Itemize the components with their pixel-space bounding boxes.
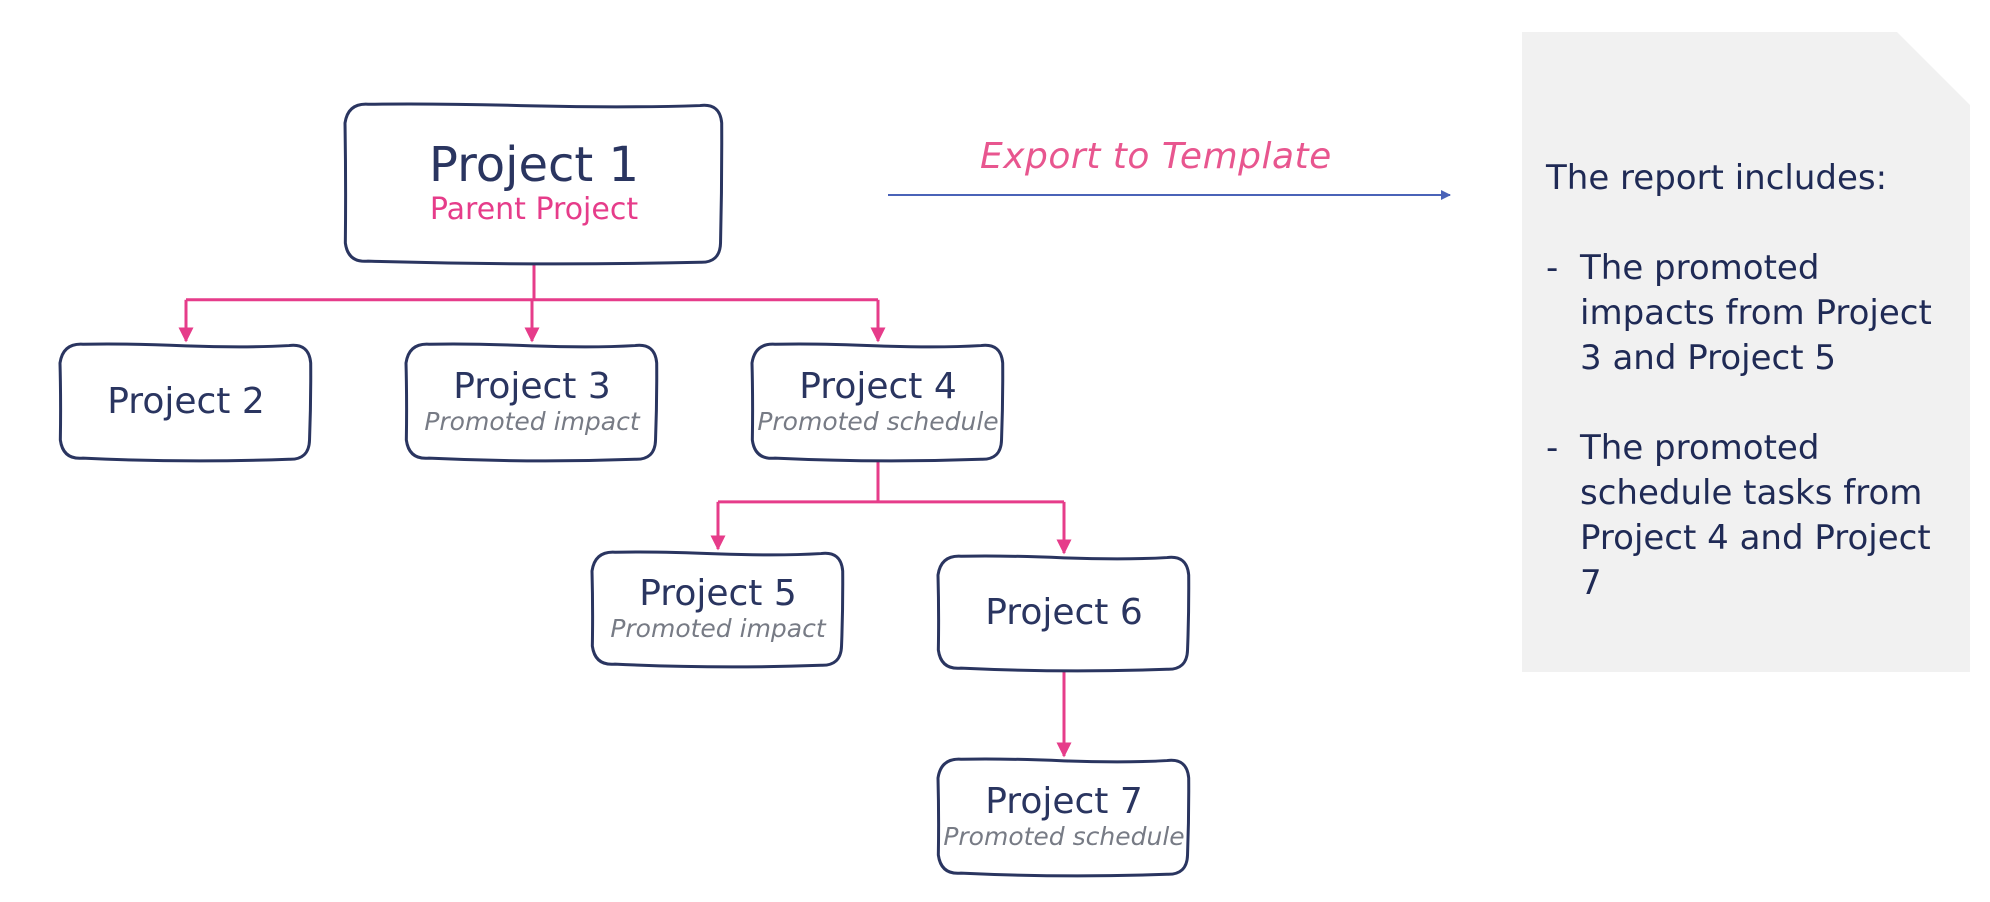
node-label: Project 6	[985, 591, 1143, 633]
node-subtitle: Promoted schedule	[757, 406, 999, 436]
node-label: Project 7	[985, 781, 1143, 823]
node-p6: Project 6	[941, 555, 1187, 670]
node-box-p4	[750, 342, 1005, 463]
note-bullet: - The promoted schedule tasks from Proje…	[1546, 426, 1962, 606]
node-box-p1	[343, 102, 724, 266]
node-box-p6	[936, 554, 1191, 673]
bullet-marker: -	[1546, 428, 1559, 468]
bullet-text: The promoted impacts from Project 3 and …	[1580, 248, 1932, 378]
note-title: The report includes:	[1546, 158, 1888, 198]
node-box-p2	[58, 342, 313, 463]
node-subtitle: Promoted schedule	[943, 821, 1185, 851]
node-label: Project 3	[453, 366, 611, 408]
note-text: The report includes: - The promoted impa…	[1546, 156, 1962, 651]
node-label: Project 4	[799, 366, 957, 408]
node-subtitle: Promoted impact	[610, 613, 826, 643]
node-label: Project 1	[428, 137, 640, 194]
note-bullet: - The promoted impacts from Project 3 an…	[1546, 246, 1962, 381]
export-to-template-label: Export to Template	[980, 136, 1332, 177]
node-boxes	[58, 102, 1191, 878]
node-subtitle: Promoted impact	[424, 406, 640, 436]
node-box-p5	[590, 550, 845, 669]
node-label: Project 5	[639, 573, 797, 615]
report-note: The report includes: - The promoted impa…	[1522, 32, 1970, 672]
node-label: Project 2	[107, 380, 265, 422]
node-box-p3	[404, 342, 659, 463]
node-p2: Project 2	[63, 343, 309, 460]
connectors	[178, 263, 1072, 758]
node-subtitle: Parent Project	[429, 192, 639, 228]
node-box-p7	[936, 757, 1191, 878]
bullet-marker: -	[1546, 248, 1559, 288]
bullet-text: The promoted schedule tasks from Project…	[1580, 428, 1931, 603]
